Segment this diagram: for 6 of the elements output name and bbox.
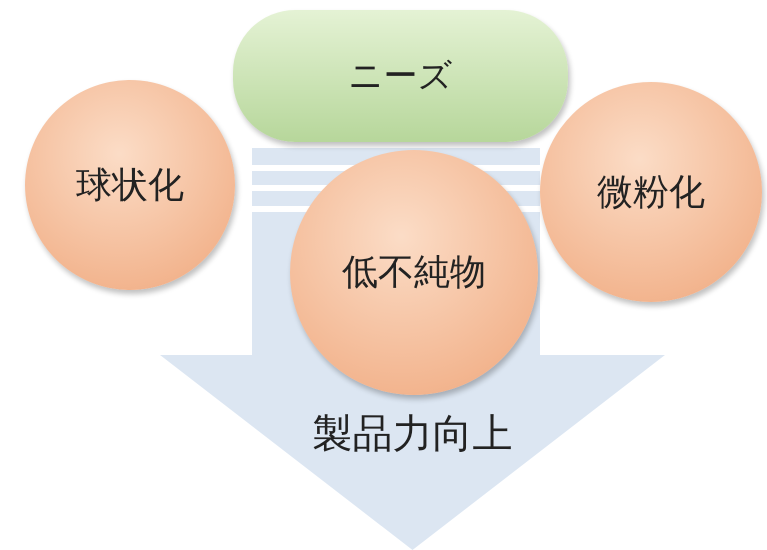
node-label: 微粉化 (597, 170, 705, 214)
node-label: 低不純物 (342, 251, 486, 295)
node-label: 製品力向上 (312, 410, 512, 459)
pill-node (233, 10, 568, 142)
node-label: ニーズ (348, 55, 452, 98)
node-label: 球状化 (76, 164, 184, 208)
